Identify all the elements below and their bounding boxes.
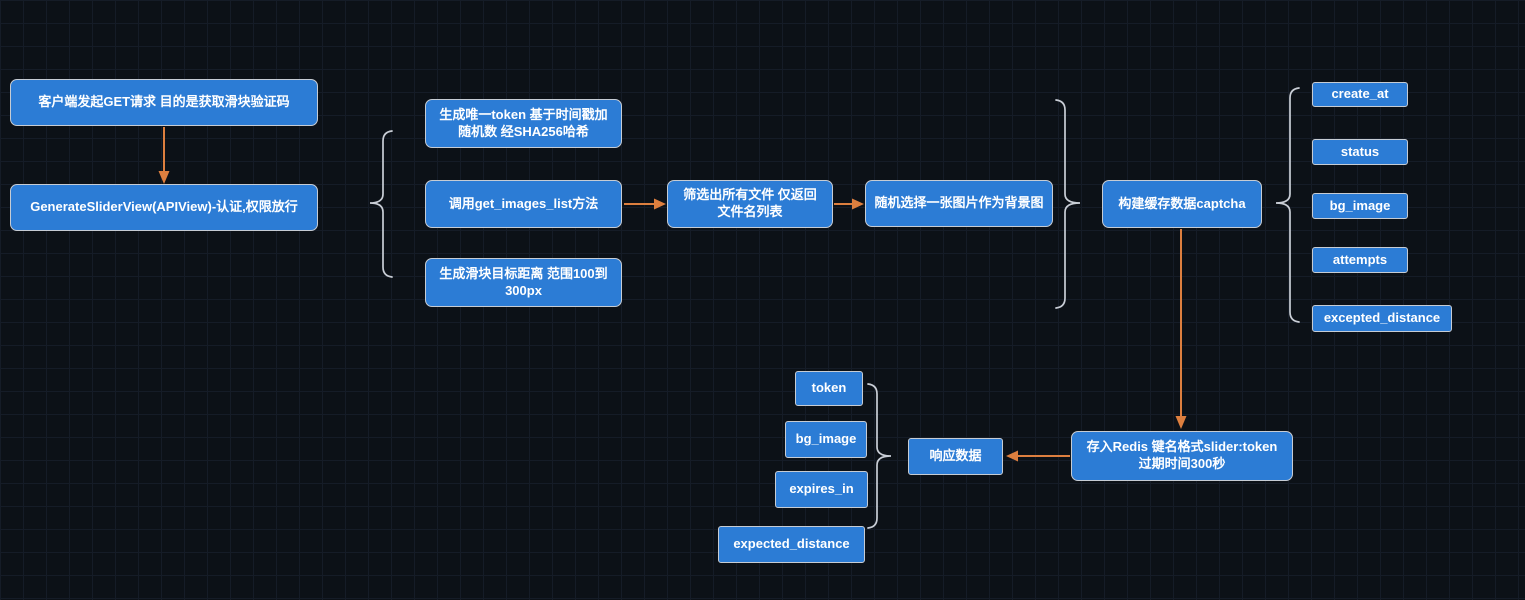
- node-field-create-at[interactable]: create_at: [1312, 82, 1408, 107]
- node-client-request[interactable]: 客户端发起GET请求 目的是获取滑块验证码: [10, 79, 318, 126]
- node-generate-slider-view[interactable]: GenerateSliderView(APIView)-认证,权限放行: [10, 184, 318, 231]
- node-call-get-images-list[interactable]: 调用get_images_list方法: [425, 180, 622, 228]
- arrow-filter-to-random: [834, 198, 864, 210]
- node-generate-token[interactable]: 生成唯一token 基于时间戳加 随机数 经SHA256哈希: [425, 99, 622, 148]
- node-resp-token[interactable]: token: [795, 371, 863, 406]
- brace-response-fields: [867, 383, 892, 529]
- node-field-attempts[interactable]: attempts: [1312, 247, 1408, 273]
- arrow-client-to-view: [158, 127, 170, 184]
- arrow-cache-to-redis: [1175, 229, 1187, 429]
- node-resp-bg-image[interactable]: bg_image: [785, 421, 867, 458]
- brace-pipeline-to-cache: [1055, 99, 1081, 309]
- node-filter-files[interactable]: 筛选出所有文件 仅返回 文件名列表: [667, 180, 833, 228]
- arrow-redis-to-response: [1006, 450, 1070, 462]
- node-save-redis[interactable]: 存入Redis 键名格式slider:token 过期时间300秒: [1071, 431, 1293, 481]
- node-resp-expected-distance[interactable]: expected_distance: [718, 526, 865, 563]
- node-generate-distance[interactable]: 生成滑块目标距离 范围100到 300px: [425, 258, 622, 307]
- node-response-data[interactable]: 响应数据: [908, 438, 1003, 475]
- node-field-bg-image[interactable]: bg_image: [1312, 193, 1408, 219]
- arrow-getimages-to-filter: [624, 198, 666, 210]
- node-resp-expires-in[interactable]: expires_in: [775, 471, 868, 508]
- node-field-excepted-distance[interactable]: excepted_distance: [1312, 305, 1452, 332]
- node-build-cache-captcha[interactable]: 构建缓存数据captcha: [1102, 180, 1262, 228]
- node-random-pick-image[interactable]: 随机选择一张图片作为背景图: [865, 180, 1053, 227]
- brace-cache-fields: [1275, 87, 1300, 323]
- brace-view-children: [369, 130, 393, 278]
- node-field-status[interactable]: status: [1312, 139, 1408, 165]
